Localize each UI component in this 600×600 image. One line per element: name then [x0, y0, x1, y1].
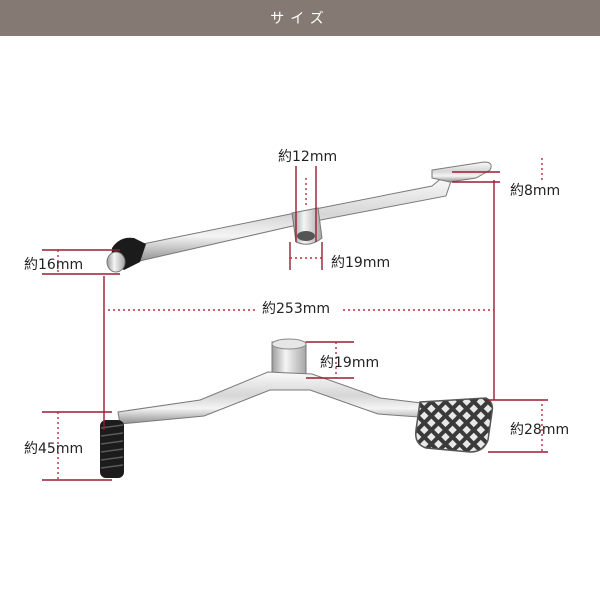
top-boss-hole: [297, 231, 315, 241]
label-overall-length: 約253mm: [262, 301, 330, 317]
label-overall-bg: [256, 298, 340, 318]
top-view-pedal: [106, 161, 492, 273]
side-rubber: [100, 420, 124, 478]
side-arm: [117, 371, 433, 425]
top-knob: [106, 251, 126, 273]
label-rubber-length: 約45mm: [24, 441, 83, 457]
label-pedal-width: 約28mm: [510, 422, 569, 438]
side-boss-top: [271, 338, 307, 350]
label-boss-width: 約19mm: [331, 255, 390, 271]
header-bar: サイズ: [0, 0, 600, 36]
label-shaft-diameter: 約12mm: [278, 149, 337, 165]
side-view-pedal: [100, 338, 494, 478]
label-boss-height: 約19mm: [320, 355, 379, 371]
side-pedal-pad: [414, 397, 494, 453]
label-knob-diameter: 約16mm: [24, 257, 83, 273]
header-title: サイズ: [270, 11, 330, 27]
dimension-lines: [42, 166, 548, 481]
dimension-dotted: [57, 158, 543, 480]
label-tip-thickness: 約8mm: [510, 183, 560, 199]
